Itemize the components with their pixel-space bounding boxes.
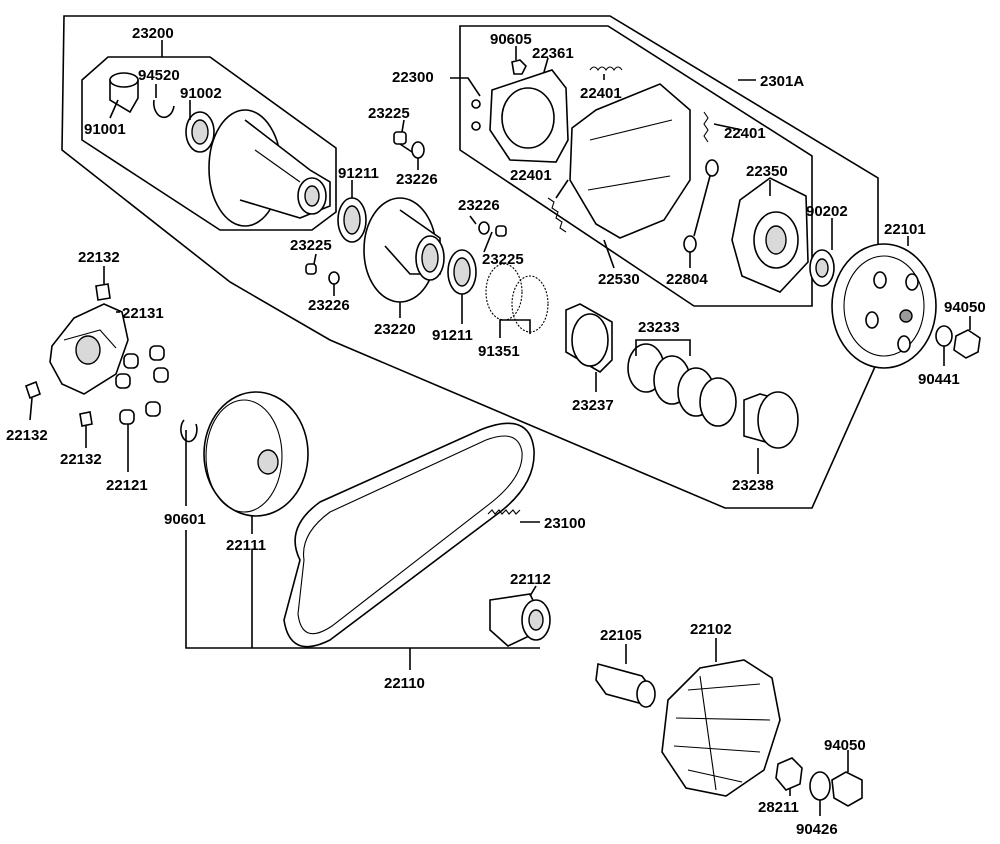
label-22361: 22361 (532, 45, 574, 62)
washer-90441 (935, 325, 953, 347)
nut-94050-bottom (831, 771, 863, 807)
pulley-subassembly-outline (81, 56, 337, 231)
oil-seal-91211-low (447, 249, 477, 295)
label-23200: 23200 (132, 25, 174, 42)
label-22112: 22112 (510, 571, 551, 588)
label-91002: 91002 (180, 85, 222, 102)
clutch-carrier-22350 (731, 177, 809, 293)
label-23225-right: 23225 (482, 251, 524, 268)
label-23225-left: 23225 (290, 237, 332, 254)
slide-piece-22132-left (25, 380, 41, 400)
label-23226-top: 23226 (396, 171, 438, 188)
washer-28211 (775, 757, 803, 791)
circlip-90601 (180, 419, 198, 443)
label-23100: 23100 (544, 515, 586, 532)
oil-seal-91002 (185, 111, 215, 153)
spring-23233 (627, 343, 737, 427)
nut-94050-top (953, 329, 981, 359)
label-94050-top: 94050 (944, 299, 986, 316)
label-22131: 22131 (122, 305, 164, 322)
bolt-90605 (511, 59, 527, 75)
label-22110: 22110 (384, 675, 425, 692)
bushing-22105 (595, 662, 656, 708)
clutch-shoe-subassembly-outline (459, 25, 813, 307)
driven-face-23200 (208, 109, 331, 227)
spring-22401-right (703, 111, 709, 143)
oil-seal-91211-top (337, 197, 367, 243)
label-22132-bottom: 22132 (60, 451, 102, 468)
drive-collar-22112 (489, 593, 551, 647)
roller-23226-top (411, 141, 425, 159)
label-90202: 90202 (806, 203, 848, 220)
collar-23237 (565, 303, 613, 374)
washer-90426 (809, 771, 831, 801)
label-23233: 23233 (638, 319, 680, 336)
slide-piece-22132-bottom (79, 411, 93, 427)
ramp-plate-22131 (49, 303, 129, 395)
label-91351: 91351 (478, 343, 520, 360)
label-94050-bottom: 94050 (824, 737, 866, 754)
label-22804: 22804 (666, 271, 708, 288)
label-91211-low: 91211 (432, 327, 473, 344)
spring-22401-left (547, 197, 567, 233)
label-22530: 22530 (598, 271, 640, 288)
guide-pin-23225-left (305, 263, 317, 275)
label-22105: 22105 (600, 627, 642, 644)
roller-23226-mid (478, 221, 490, 235)
label-22300: 22300 (392, 69, 434, 86)
bearing-sleeve-91001 (109, 72, 139, 114)
label-94520: 94520 (138, 67, 180, 84)
label-91001: 91001 (84, 121, 126, 138)
label-90605: 90605 (490, 31, 532, 48)
label-23225-top: 23225 (368, 105, 410, 122)
label-28211: 28211 (758, 799, 799, 816)
label-22101: 22101 (884, 221, 926, 238)
leader-lines (29, 40, 971, 816)
clutch-assembly-outline (61, 15, 879, 509)
label-22121: 22121 (106, 477, 148, 494)
label-22401-c: 22401 (510, 167, 552, 184)
label-23220: 23220 (374, 321, 416, 338)
label-23226-mid: 23226 (458, 197, 500, 214)
label-22401-a: 22401 (580, 85, 622, 102)
spring-seat-23238 (743, 391, 799, 449)
sliding-driven-face-23220 (363, 197, 445, 303)
guide-pin-23225-right (495, 225, 507, 237)
label-23226-low: 23226 (308, 297, 350, 314)
label-90426: 90426 (796, 821, 838, 838)
label-22102: 22102 (690, 621, 732, 638)
label-2301A: 2301A (760, 73, 804, 90)
label-23237: 23237 (572, 397, 614, 414)
slide-piece-22132-top (95, 283, 111, 301)
label-23238: 23238 (732, 477, 774, 494)
label-22350: 22350 (746, 163, 788, 180)
label-90441: 90441 (918, 371, 960, 388)
fan-drive-face-22102 (661, 659, 781, 797)
clutch-shoe-22530 (569, 83, 691, 239)
label-22132-left: 22132 (6, 427, 48, 444)
weight-roller-22121-set (115, 345, 169, 425)
drive-face-22111 (203, 391, 309, 517)
clutch-plate-22300 (471, 69, 569, 163)
label-22401-b: 22401 (724, 125, 766, 142)
drive-belt-23100 (283, 422, 535, 648)
nut-90202 (809, 249, 835, 287)
damper-22804 (683, 159, 719, 253)
circlip-94520 (152, 99, 175, 119)
roller-23226-low (328, 271, 340, 285)
clutch-bell-22101 (831, 243, 937, 369)
o-ring-91351-a (485, 263, 523, 321)
label-22132-top: 22132 (78, 249, 120, 266)
label-91211-top: 91211 (338, 165, 379, 182)
guide-pin-23225-top (393, 131, 413, 153)
label-22111: 22111 (226, 537, 266, 554)
spring-22361 (589, 66, 623, 71)
part-labels: 23200 94520 91002 91001 23225 23226 9121… (6, 25, 986, 838)
label-90601: 90601 (164, 511, 206, 528)
